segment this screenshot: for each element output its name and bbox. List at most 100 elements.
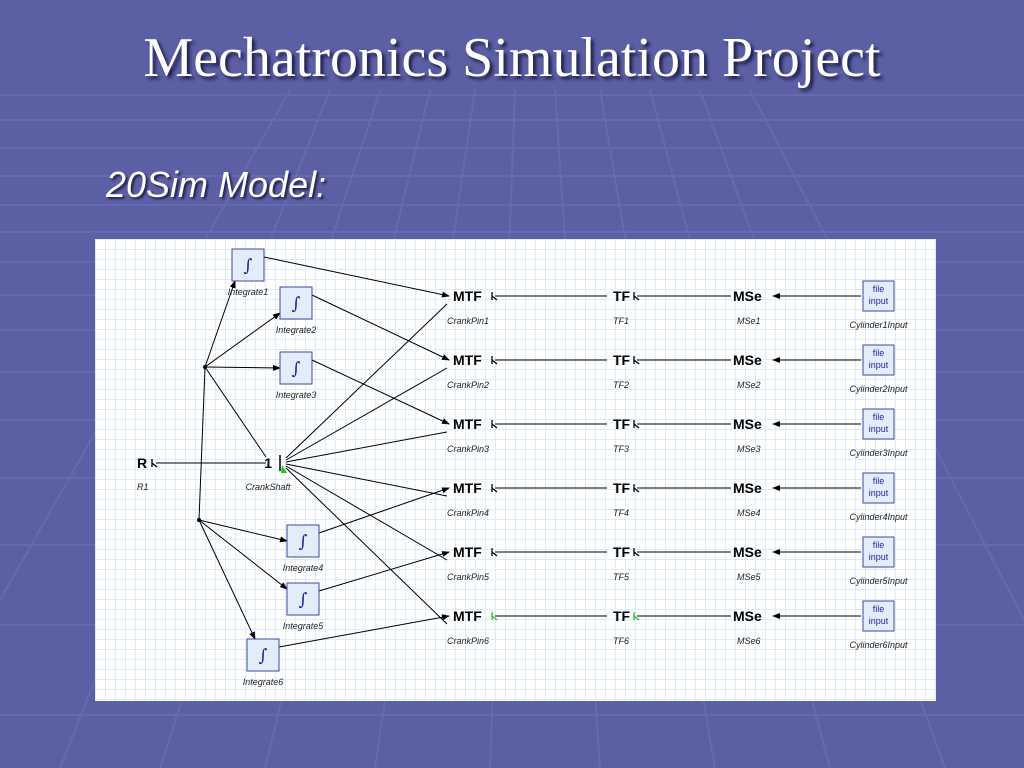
tf2-port-icon <box>633 356 640 365</box>
tf2-label: TF2 <box>613 380 629 390</box>
mse5-label: MSe5 <box>737 572 762 582</box>
integrate6-block <box>246 638 280 672</box>
file-input-block-1 <box>862 280 895 312</box>
file-input-2-text-line2: input <box>869 360 889 370</box>
crankpin6-label: CrankPin6 <box>447 636 489 646</box>
bond-crankshaft-crankpin4 <box>285 463 448 497</box>
file-input-2-text-line1: file <box>873 348 885 358</box>
mse3-label: MSe3 <box>737 444 761 454</box>
crankpin1-label: CrankPin1 <box>447 316 489 326</box>
bond-crankshaft-crankpin5 <box>285 465 448 561</box>
junction-crankshaft-symbol: 1 <box>264 455 272 471</box>
tf6-label: TF6 <box>613 636 629 646</box>
crankpin1-mtf-symbol: MTF <box>453 288 482 304</box>
signal-split-point <box>203 365 207 369</box>
crankpin1-port-icon <box>491 292 498 301</box>
file-input-5-text-line2: input <box>869 552 889 562</box>
tf6-symbol: TF <box>613 608 631 624</box>
integrate3-label: Integrate3 <box>276 390 317 400</box>
tf4-label: TF4 <box>613 508 629 518</box>
mse3-symbol: MSe <box>733 416 762 432</box>
resistor-port-icon <box>151 459 158 468</box>
diagram-elements: RR11CrankShaft∫Integrate1∫Integrate2∫Int… <box>137 248 908 687</box>
file-input-block-2 <box>862 344 895 376</box>
tf3-port-icon <box>633 420 640 429</box>
cylinder4-input-label: Cylinder4Input <box>849 512 908 522</box>
integrate4-block <box>286 524 320 558</box>
tf3-symbol: TF <box>613 416 631 432</box>
signal-integrate3-to-crankpin3 <box>311 359 450 425</box>
mse1-label: MSe1 <box>737 316 761 326</box>
file-input-3-text-line1: file <box>873 412 885 422</box>
integrate5-label: Integrate5 <box>283 621 325 631</box>
tf1-port-icon <box>633 292 640 301</box>
crankpin5-label: CrankPin5 <box>447 572 490 582</box>
file-input-block-6 <box>862 600 895 632</box>
tf2-symbol: TF <box>613 352 631 368</box>
tf5-symbol: TF <box>613 544 631 560</box>
signal-to-integrate6 <box>198 519 256 640</box>
bond-crankshaft-crankpin1 <box>285 303 448 459</box>
file-input-block-4 <box>862 472 895 504</box>
crankpin6-mtf-symbol: MTF <box>453 608 482 624</box>
integral-icon: ∫ <box>299 590 308 610</box>
signal-integrate2-to-crankpin2 <box>311 294 450 361</box>
mse4-label: MSe4 <box>737 508 761 518</box>
mse6-symbol: MSe <box>733 608 762 624</box>
signal-integrate6-to-crankpin6 <box>278 614 450 648</box>
integral-icon: ∫ <box>292 294 301 314</box>
file-input-5-text-line1: file <box>873 540 885 550</box>
signal-to-integrate4 <box>198 519 288 543</box>
tf6-port-icon <box>633 612 640 621</box>
signal-to-integrate1 <box>204 280 236 368</box>
file-input-block-3 <box>862 408 895 440</box>
file-input-6-text-line2: input <box>869 616 889 626</box>
signal-trunk <box>198 366 206 521</box>
signal-to-integrate3 <box>204 364 281 371</box>
integral-icon: ∫ <box>259 646 268 666</box>
mse5-symbol: MSe <box>733 544 762 560</box>
cylinder3-input-label: Cylinder3Input <box>849 448 908 458</box>
tf3-label: TF3 <box>613 444 629 454</box>
signal-integrate4-to-crankpin4 <box>318 487 450 534</box>
integral-icon: ∫ <box>244 256 253 276</box>
signal-integrate1-to-crankpin1 <box>263 256 450 298</box>
tf5-port-icon <box>633 548 640 557</box>
integrate6-label: Integrate6 <box>243 677 284 687</box>
crankpin5-mtf-symbol: MTF <box>453 544 482 560</box>
integrate1-block <box>231 248 265 282</box>
mse1-symbol: MSe <box>733 288 762 304</box>
crankpin3-mtf-symbol: MTF <box>453 416 482 432</box>
tf1-symbol: TF <box>613 288 631 304</box>
signal-split1-to-crankshaft <box>204 366 267 458</box>
integral-icon: ∫ <box>292 359 301 379</box>
mse2-label: MSe2 <box>737 380 761 390</box>
cylinder2-input-label: Cylinder2Input <box>849 384 908 394</box>
integrate2-block <box>279 286 313 320</box>
signal-integrate5-to-crankpin5 <box>318 551 450 592</box>
resistor-r1-label: R1 <box>137 482 149 492</box>
mse6-label: MSe6 <box>737 636 761 646</box>
tf1-label: TF1 <box>613 316 629 326</box>
crankpin6-port-icon <box>491 612 498 621</box>
cylinder1-input-label: Cylinder1Input <box>849 320 908 330</box>
signal-split-point <box>197 518 201 522</box>
crankpin4-port-icon <box>491 484 498 493</box>
resistor-r1-symbol: R <box>137 455 147 471</box>
file-input-4-text-line2: input <box>869 488 889 498</box>
integrate5-block <box>286 582 320 616</box>
crankpin4-mtf-symbol: MTF <box>453 480 482 496</box>
cylinder5-input-label: Cylinder5Input <box>849 576 908 586</box>
tf4-port-icon <box>633 484 640 493</box>
file-input-1-text-line1: file <box>873 284 885 294</box>
file-input-6-text-line1: file <box>873 604 885 614</box>
integrate2-label: Integrate2 <box>276 325 317 335</box>
integrate3-block <box>279 351 313 385</box>
crankpin4-label: CrankPin4 <box>447 508 489 518</box>
junction-crankshaft-label: CrankShaft <box>245 482 291 492</box>
slide-subtitle: 20Sim Model: <box>106 164 327 205</box>
integral-icon: ∫ <box>299 532 308 552</box>
file-input-4-text-line1: file <box>873 476 885 486</box>
mse4-symbol: MSe <box>733 480 762 496</box>
crankpin2-port-icon <box>491 356 498 365</box>
